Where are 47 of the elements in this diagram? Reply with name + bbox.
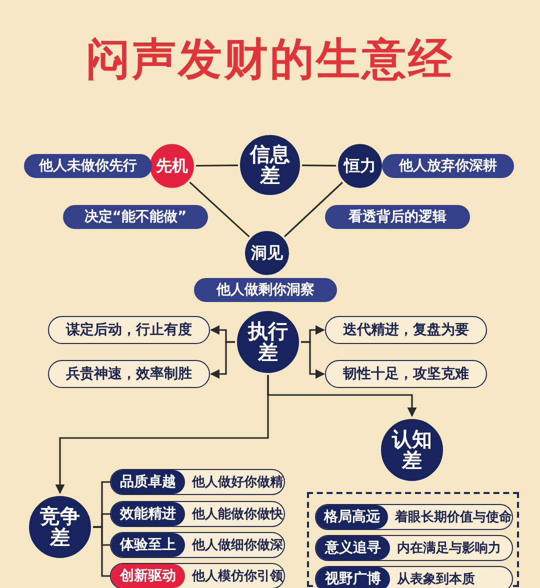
label-row (315, 504, 513, 530)
dashed-frame (307, 492, 519, 587)
arrow (210, 341, 235, 379)
connector-line (302, 164, 336, 167)
connector-line (196, 164, 238, 167)
connector-line (284, 182, 344, 238)
label-row (110, 563, 285, 588)
topic-circle: 恒力 (336, 142, 384, 190)
description-text: 内在满足与影响力 (396, 540, 501, 557)
label-row (315, 566, 513, 588)
tag-label: 格局高远 (316, 505, 388, 529)
topic-circle: 认知差 (379, 417, 445, 483)
label-row (315, 535, 513, 561)
tag-label: 创新驱动 (111, 564, 185, 588)
text-pill: 他人放弃你深耕 (382, 154, 514, 178)
description-text: 着眼长期价值与使命 (394, 508, 512, 526)
text-pill: 谋定后动，行止有度 (48, 316, 210, 344)
description-text: 他人能做你做快 (190, 506, 283, 523)
label-row (110, 532, 285, 558)
arrow (301, 341, 325, 379)
description-text: 他人模仿你引领 (190, 568, 283, 585)
topic-circle: 信息差 (238, 133, 302, 197)
connector-line (189, 182, 250, 238)
label-row (110, 469, 285, 495)
topic-circle: 先机 (148, 142, 196, 190)
text-pill: 迭代精进，复盘为要 (325, 316, 487, 344)
tag-label: 品质卓越 (111, 470, 185, 494)
text-pill: 兵贵神速，效率制胜 (48, 360, 210, 388)
tag-label: 体验至上 (111, 533, 185, 557)
description-text: 他人做细你做深 (190, 537, 283, 554)
label-row (110, 501, 285, 527)
description-text: 从表象到本质 (396, 571, 475, 588)
topic-circle: 执行差 (235, 309, 301, 375)
arrow (55, 375, 269, 494)
tag-label: 视野广博 (316, 567, 390, 588)
topic-circle: 竞争差 (27, 494, 93, 560)
connector-line (93, 526, 110, 577)
text-pill: 看透背后的逻辑 (325, 205, 470, 229)
text-pill: 他人未做你先行 (24, 154, 152, 178)
text-pill: 他人做剩你洞察 (194, 278, 337, 302)
text-pill: 韧性十足，攻坚克难 (325, 360, 487, 388)
title: 闷声发财的生意经 (85, 33, 455, 87)
topic-circle: 洞见 (243, 229, 291, 277)
tag-label: 意义追寻 (316, 536, 390, 560)
text-pill: 决定“能不能做” (63, 205, 208, 229)
description-text: 他人做好你做精 (190, 474, 283, 491)
tag-label: 效能精进 (111, 502, 185, 526)
